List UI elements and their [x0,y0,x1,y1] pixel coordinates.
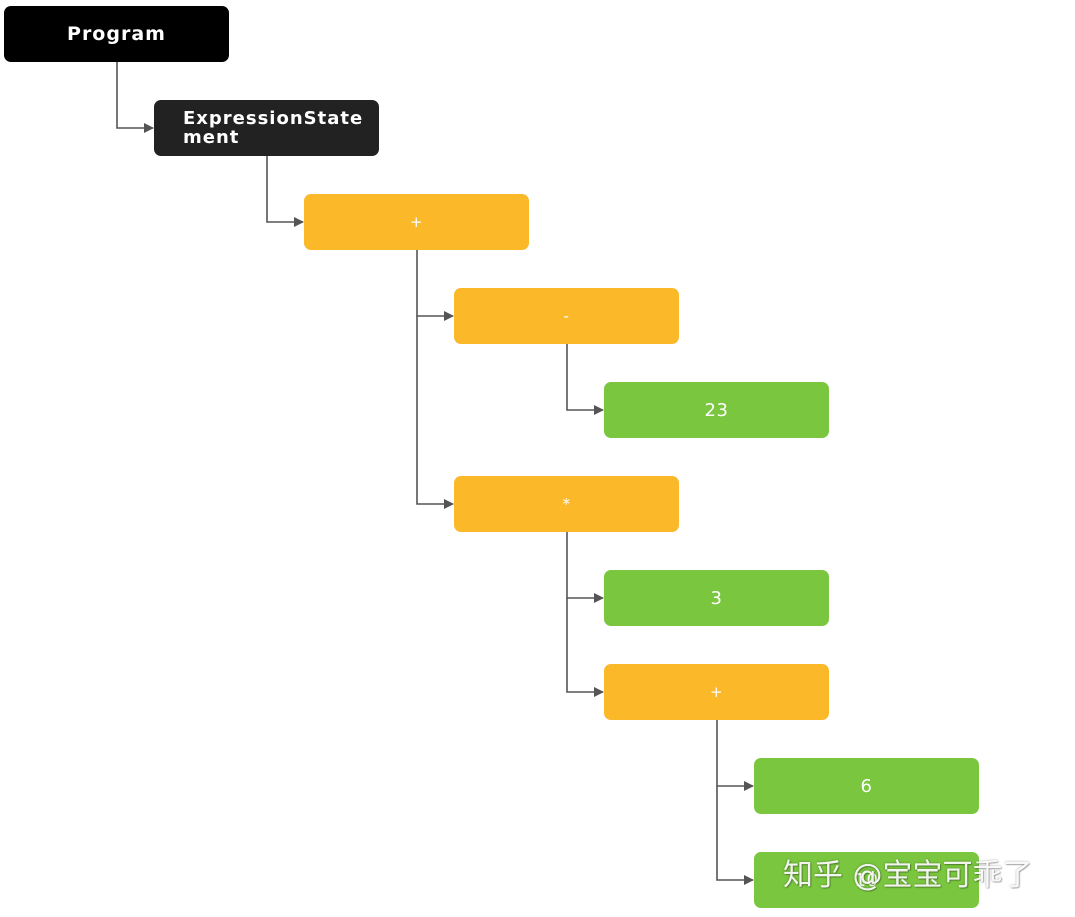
connector-plus-multiply [416,316,454,509]
node-binary-plus-top: + [304,194,529,250]
connector-program-expression [116,62,154,133]
node-literal-3-label: 3 [710,587,723,609]
node-binary-plus-inner-label: + [709,683,724,701]
node-literal-6: 6 [754,758,979,814]
connector-multiply-3 [566,532,604,603]
node-binary-multiply-label: * [562,495,571,513]
connector-plus-minus [416,250,454,321]
node-literal-23: 23 [604,382,829,438]
connector-plus-10 [716,786,754,885]
node-literal-6-label: 6 [860,775,873,797]
node-unary-minus-label: - [563,307,570,325]
node-literal-10: 10 [754,852,979,908]
node-binary-plus-inner: + [604,664,829,720]
node-program-label: Program [67,23,166,45]
node-literal-23-label: 23 [704,399,729,421]
connector-plus-6 [716,720,754,791]
zhihu-watermark: 知乎 @宝宝可乖了 [783,858,1033,893]
node-expression-statement: ExpressionState ment [154,100,379,156]
connector-multiply-plus [566,598,604,697]
node-program: Program [4,6,229,62]
node-expression-statement-label: ExpressionState ment [183,108,371,148]
node-unary-minus: - [454,288,679,344]
node-literal-10-label: 10 [854,869,879,891]
node-binary-multiply: * [454,476,679,532]
node-literal-3: 3 [604,570,829,626]
node-binary-plus-top-label: + [409,213,424,231]
connector-expression-plus [266,156,304,227]
connector-minus-23 [566,344,604,415]
